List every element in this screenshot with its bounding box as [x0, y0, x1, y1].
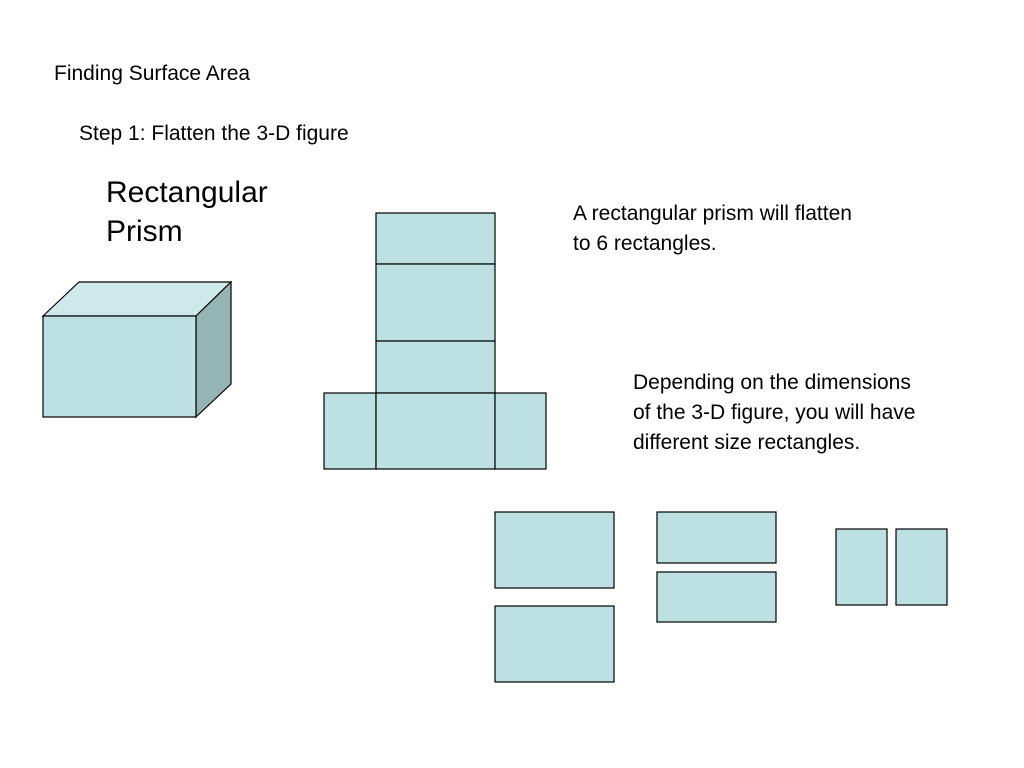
net-face-back: [375, 263, 496, 342]
net-face-left: [323, 392, 377, 470]
shape-label: Rectangular Prism: [106, 176, 268, 248]
prism-front-face: [42, 315, 197, 418]
net-face-upper: [375, 340, 496, 394]
rectangle-wide: [656, 571, 777, 623]
slide-title: Finding Surface Area: [54, 62, 251, 85]
net-face-bottom: [375, 392, 496, 470]
note-flatten: A rectangular prism will flatten to 6 re…: [573, 202, 852, 255]
rectangle-tall: [895, 528, 948, 606]
net-face-top: [375, 212, 496, 265]
rectangles-tall-pair: [835, 528, 948, 606]
rectangle-wide: [656, 511, 777, 564]
rectangles-wide-pair: [656, 511, 777, 623]
step-heading: Step 1: Flatten the 3-D figure: [79, 122, 349, 145]
rectangular-prism-3d: [41, 280, 233, 419]
prism-net: [323, 212, 547, 470]
note-dimensions: Depending on the dimensions of the 3-D f…: [633, 371, 916, 454]
rectangles-large-pair: [494, 511, 615, 683]
net-face-right: [494, 392, 547, 470]
rectangle-large: [494, 605, 615, 683]
rectangle-large: [494, 511, 615, 589]
rectangle-tall: [835, 528, 888, 606]
